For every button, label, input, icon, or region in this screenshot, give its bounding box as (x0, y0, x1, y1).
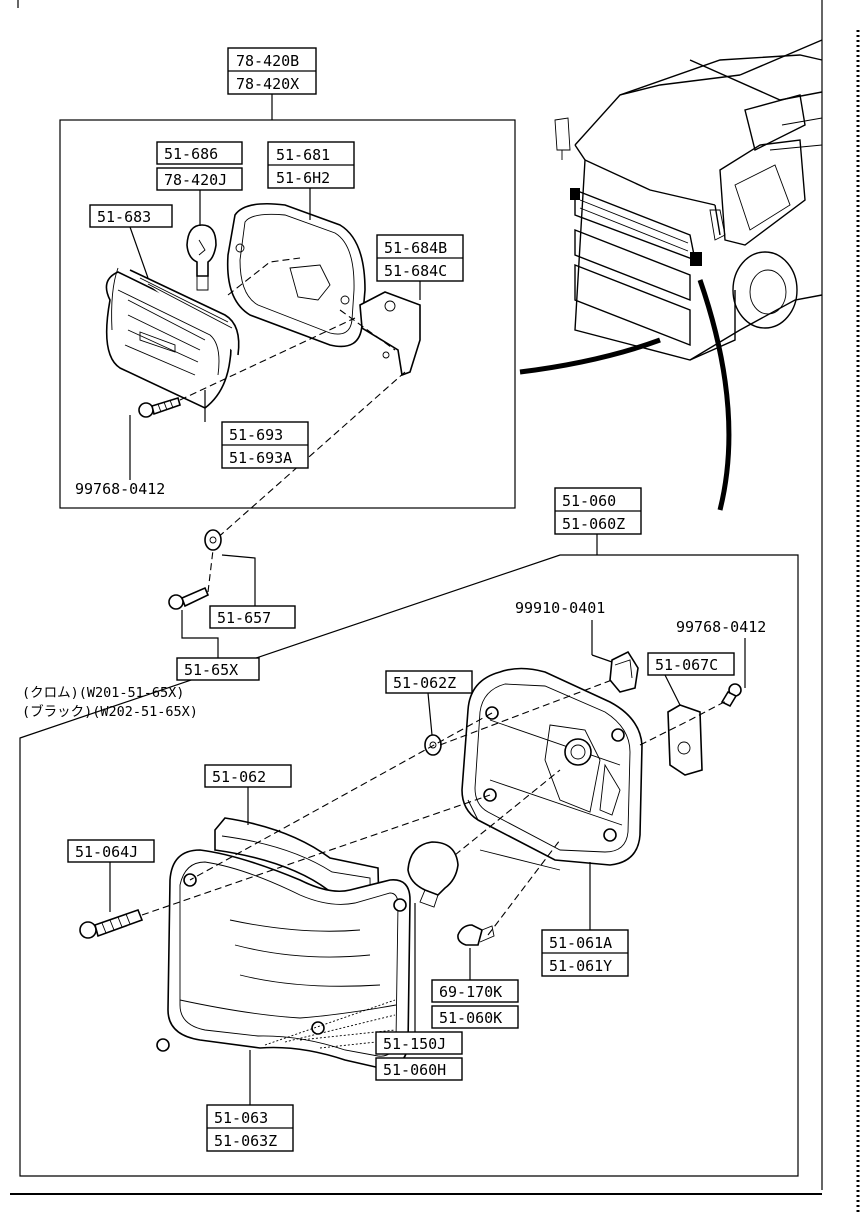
lower-panel-frame (19, 554, 799, 1177)
note-black: (ブラック)(W202-51-65X) (22, 703, 198, 720)
label-51-063z: 51-063Z (214, 1132, 277, 1150)
wedge-bulb (457, 924, 495, 946)
label-78-420j: 78-420J (164, 171, 227, 189)
dash-3 (339, 309, 396, 351)
callout-51-150j: 51-150J 51-060H (375, 903, 463, 1081)
label-51-657: 51-657 (217, 609, 271, 627)
callout-78-420b: 78-420B 78-420X (227, 47, 317, 120)
label-51-684b: 51-684B (384, 239, 447, 257)
lamp-housing (226, 202, 366, 348)
label-51-064j: 51-064J (75, 843, 138, 861)
dash-6 (141, 794, 491, 916)
label-51-150j: 51-150J (383, 1035, 446, 1053)
label-51-062: 51-062 (212, 768, 266, 786)
screw-rear (79, 908, 144, 939)
washer-and-screw (168, 529, 222, 610)
label-51-65x: 51-65X (184, 661, 238, 679)
label-51-684c: 51-684C (384, 262, 447, 280)
callout-51-062: 51-062 (204, 764, 292, 825)
dash-10 (639, 699, 729, 746)
callout-51-657: 51-657 (209, 554, 296, 629)
rear-bracket (667, 704, 703, 776)
callout-51-064j: 51-064J (67, 839, 155, 912)
label-99768-0412-b: 99768-0412 (676, 618, 766, 636)
label-51-060h: 51-060H (383, 1061, 446, 1079)
label-78-420x: 78-420X (236, 75, 299, 93)
label-51-060: 51-060 (562, 492, 616, 510)
callout-51-067c: 51-067C (647, 652, 735, 706)
callout-51-683: 51-683 (89, 204, 173, 279)
label-78-420b: 78-420B (236, 52, 299, 70)
screw-front (138, 396, 181, 418)
label-69-170k: 69-170K (439, 983, 502, 1001)
label-51-6h2: 51-6H2 (276, 169, 330, 187)
callout-51-681: 51-681 51-6H2 (267, 141, 355, 220)
dash-4 (214, 371, 406, 541)
label-51-683: 51-683 (97, 208, 151, 226)
callout-51-063: 51-063 51-063Z (206, 1050, 294, 1152)
bracket (359, 291, 421, 377)
upper-panel-frame (59, 119, 516, 509)
callout-51-062z: 51-062Z (385, 670, 473, 736)
bulb-front (186, 224, 217, 291)
clip (609, 650, 639, 693)
rear-lens (156, 849, 411, 1069)
label-51-063: 51-063 (214, 1109, 268, 1127)
label-51-693a: 51-693A (229, 449, 292, 467)
callout-51-65x: 51-65X (176, 610, 260, 681)
side-lamp-lens (105, 267, 240, 409)
label-51-681: 51-681 (276, 146, 330, 164)
label-51-062z: 51-062Z (393, 674, 456, 692)
arrow-to-rear-lamp (697, 279, 732, 511)
note-chrome: (クロム)(W201-51-65X) (22, 685, 184, 701)
bulb-rear (407, 841, 459, 908)
label-51-693: 51-693 (229, 426, 283, 444)
label-99910-0401: 99910-0401 (515, 599, 605, 617)
small-screw-rear (720, 683, 742, 708)
callout-51-060: 51-060 51-060Z (554, 487, 642, 555)
dash-7 (439, 679, 613, 746)
callout-51-061a: 51-061A 51-061Y (541, 862, 629, 977)
label-51-060z: 51-060Z (562, 515, 625, 533)
dash-8 (454, 769, 561, 856)
label-51-686: 51-686 (164, 145, 218, 163)
dash-5 (189, 712, 493, 881)
callout-69-170k: 69-170K 51-060K (431, 948, 519, 1029)
label-51-061y: 51-061Y (549, 957, 612, 975)
dash-9 (487, 839, 561, 936)
rear-lamp-housing (461, 667, 643, 871)
label-51-067c: 51-067C (655, 656, 718, 674)
label-99768-0412-a: 99768-0412 (75, 480, 165, 498)
callout-51-693: 51-693 51-693A (204, 390, 309, 469)
truck-illustration (554, 39, 823, 361)
label-51-061a: 51-061A (549, 934, 612, 952)
label-51-060k: 51-060K (439, 1009, 502, 1027)
callout-51-684: 51-684B 51-684C (376, 234, 464, 300)
callout-51-686: 51-686 78-420J (156, 141, 243, 226)
dash-1 (227, 257, 301, 296)
arrow-to-front-lamp (519, 337, 661, 375)
